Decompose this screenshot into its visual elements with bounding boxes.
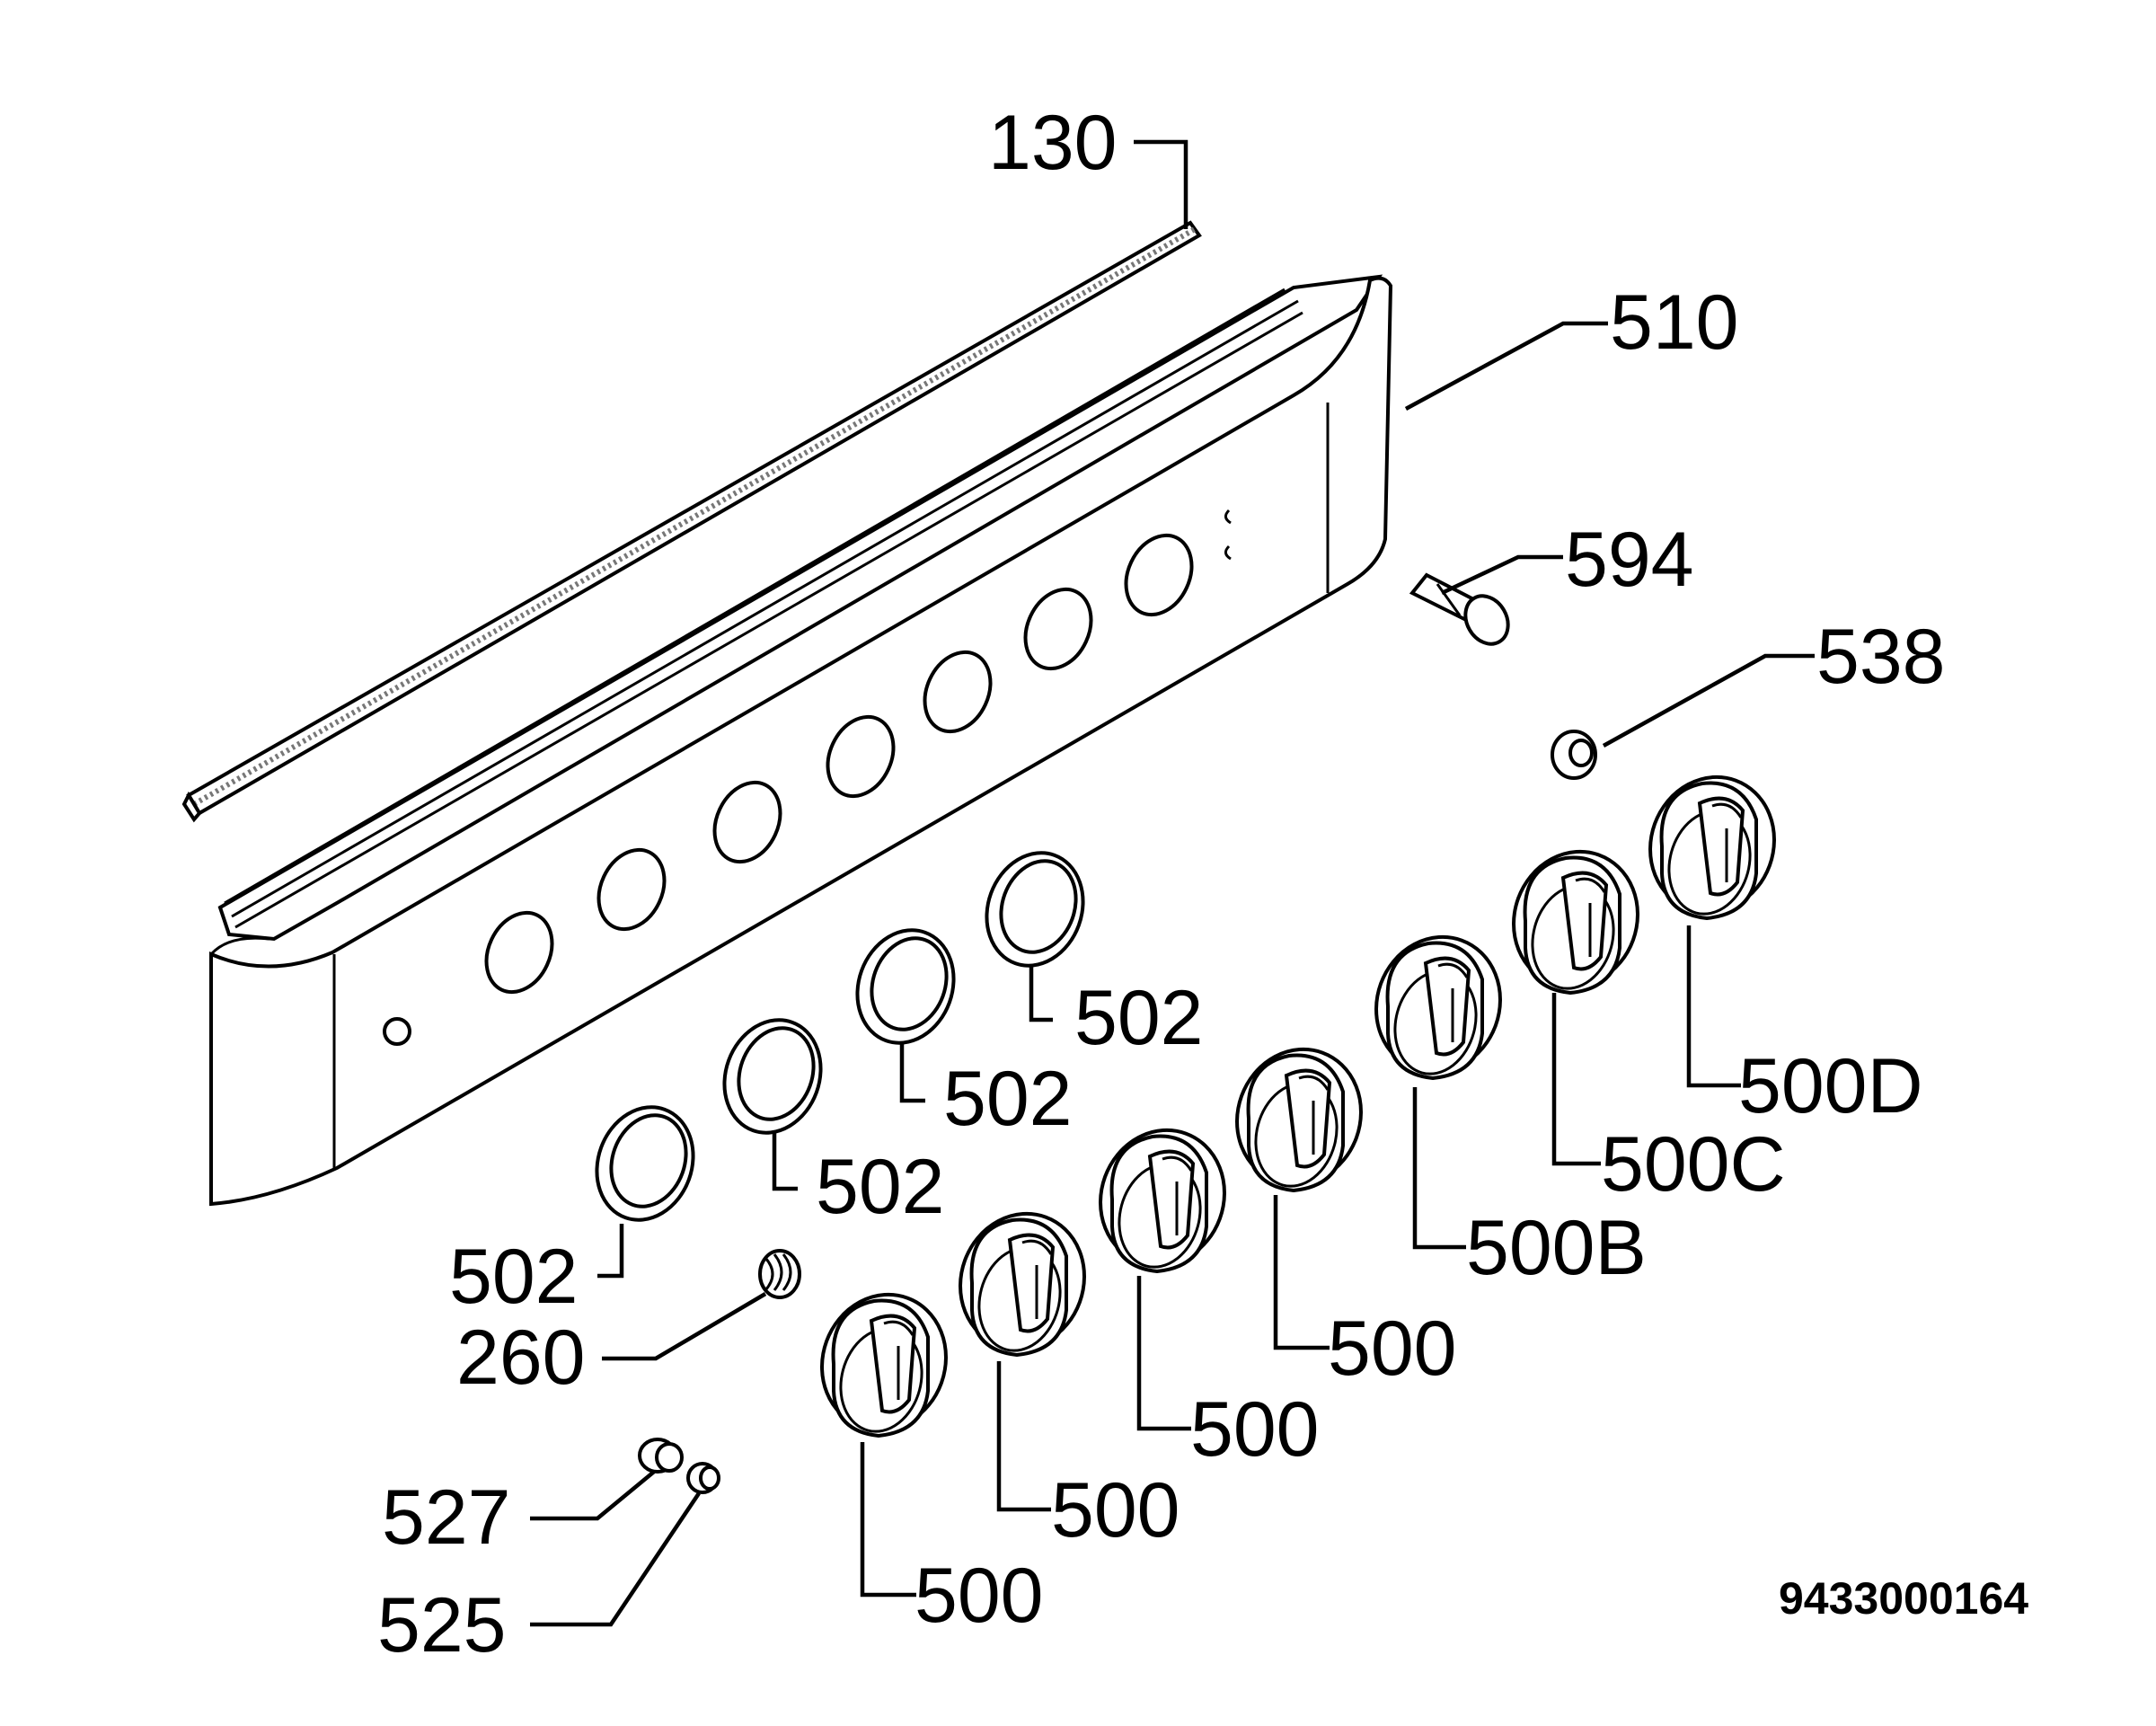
label-525: 525 [377,1582,507,1668]
control-panel-510 [209,274,1393,1207]
label-502-b: 502 [943,1056,1073,1142]
bezel-rings-502 [595,851,1085,1222]
spring-260 [758,1249,801,1299]
panel-knob-holes [484,533,1194,995]
knob-500-3 [1099,1128,1226,1274]
label-510: 510 [1610,279,1739,366]
label-502-d: 502 [449,1234,579,1320]
label-500-4: 500 [1328,1306,1457,1392]
label-527: 527 [382,1474,511,1561]
seal-strip-130 [181,220,1202,823]
label-538: 538 [1816,614,1946,700]
label-594: 594 [1565,517,1694,603]
knob-500d [1648,774,1776,921]
control-knobs [820,774,1776,1438]
label-502-c: 502 [816,1144,945,1230]
knob-500-4 [1235,1047,1363,1193]
drawing-number: 9433000164 [1779,1573,2028,1624]
label-130: 130 [988,100,1118,186]
label-500b: 500B [1466,1205,1647,1291]
cap-527 [638,1438,684,1474]
knob-500c [1512,849,1639,996]
label-500c: 500C [1601,1121,1786,1208]
label-500-2: 500 [1051,1467,1180,1553]
label-500-3: 500 [1190,1386,1320,1473]
knob-500-1 [820,1292,948,1438]
knob-500-2 [959,1211,1086,1358]
knob-500b [1374,934,1502,1081]
nut-538 [1551,730,1597,780]
leader-lines [530,139,1815,1627]
switch-594 [1409,572,1510,646]
label-260: 260 [456,1314,586,1401]
label-500-1: 500 [915,1553,1044,1639]
cap-525 [686,1462,720,1494]
part-labels: 130 510 594 538 502 502 502 502 260 527 … [377,100,2028,1668]
label-500d: 500D [1738,1043,1923,1129]
label-502-a: 502 [1074,975,1204,1061]
